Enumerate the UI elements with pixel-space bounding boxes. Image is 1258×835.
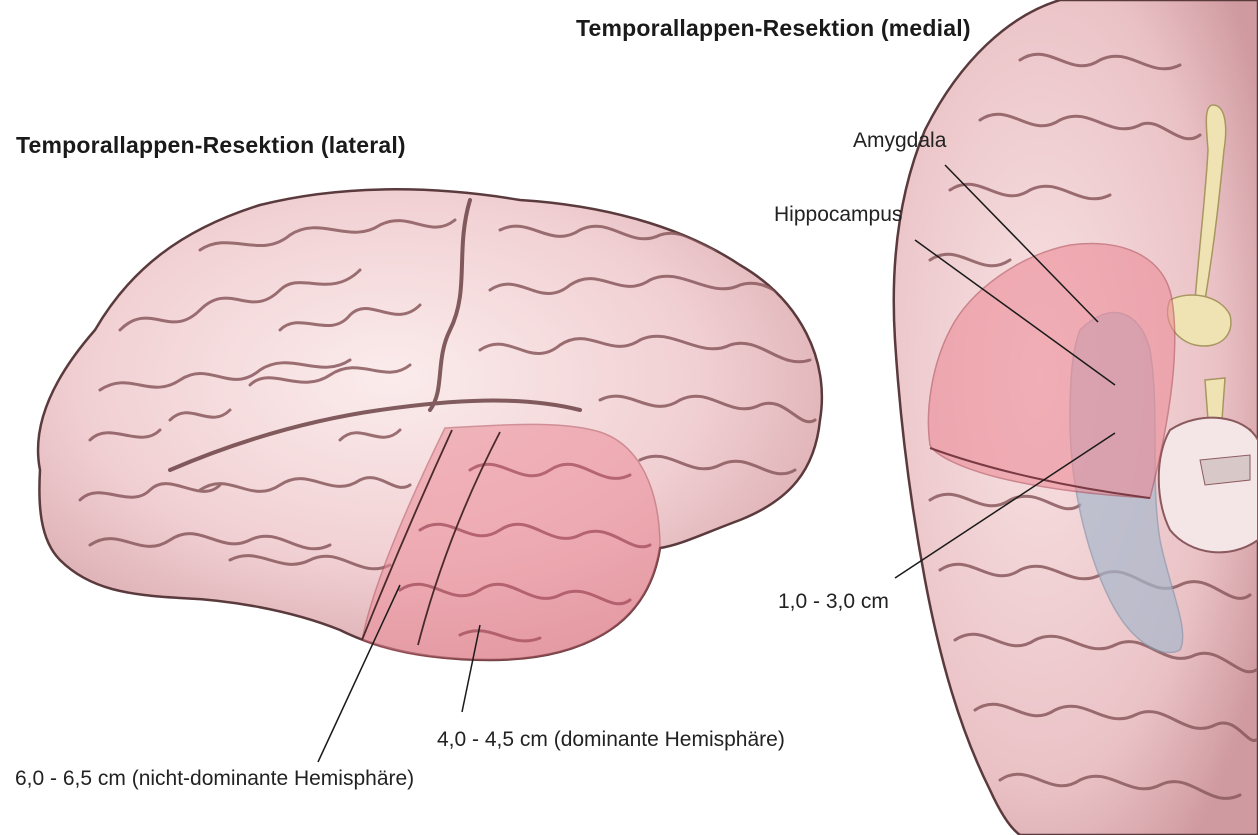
label-non-dominant: 6,0 - 6,5 cm (nicht-dominante Hemisphäre… (15, 767, 414, 791)
label-dominant: 4,0 - 4,5 cm (dominante Hemisphäre) (437, 728, 785, 752)
label-amygdala: Amygdala (853, 129, 946, 153)
label-hippocampus: Hippocampus (774, 203, 902, 227)
title-lateral: Temporallappen-Resektion (lateral) (16, 132, 406, 159)
label-medial-resection: 1,0 - 3,0 cm (778, 590, 889, 614)
title-medial: Temporallappen-Resektion (medial) (576, 15, 971, 42)
lateral-brain (38, 189, 822, 660)
medial-brain (894, 0, 1258, 835)
cranial-nerve (1205, 378, 1225, 420)
